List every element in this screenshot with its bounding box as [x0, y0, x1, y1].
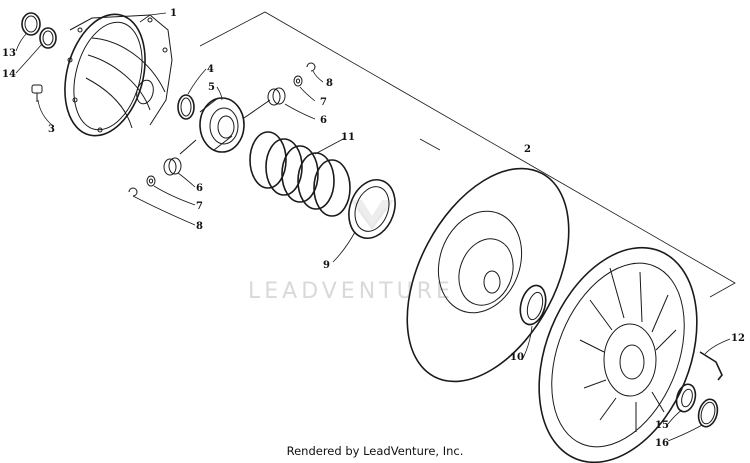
part-roller-upper — [267, 87, 286, 106]
callout-10: 10 — [510, 352, 524, 363]
callout-8-lower: 8 — [196, 221, 203, 232]
part-snap-ring — [177, 94, 195, 120]
part-ring-13 — [21, 12, 41, 36]
callout-4: 4 — [207, 64, 214, 75]
part-seal-ring — [348, 179, 396, 239]
part-drive-housing — [64, 13, 173, 137]
part-fixed-sheave — [538, 246, 698, 463]
part-clip-upper — [306, 62, 316, 72]
part-clip-lower — [128, 187, 138, 197]
callout-13: 13 — [2, 48, 16, 59]
callout-1: 1 — [170, 8, 177, 19]
part-bolt — [31, 84, 43, 102]
callout-12: 12 — [731, 333, 745, 344]
callout-15: 15 — [655, 420, 669, 431]
callout-7-upper: 7 — [320, 97, 327, 108]
part-retaining-ring — [697, 398, 719, 428]
part-hex-key — [699, 351, 723, 381]
credit-line: Rendered by LeadVenture, Inc. — [286, 444, 464, 458]
part-ring-14 — [39, 27, 57, 49]
callout-11: 11 — [341, 132, 355, 143]
callout-7-lower: 7 — [196, 201, 203, 212]
callout-6-lower: 6 — [196, 183, 203, 194]
callout-14: 14 — [2, 69, 16, 80]
part-bearing — [675, 383, 697, 413]
part-sheave-disc — [406, 167, 570, 383]
watermark-text: LEADVENTURE — [248, 279, 454, 304]
part-spring — [249, 131, 351, 217]
callout-9: 9 — [323, 260, 330, 271]
part-washer-lower — [146, 175, 156, 187]
callout-labels: 1 2 3 4 5 6 6 7 7 8 8 9 10 11 12 13 14 1… — [2, 8, 745, 449]
part-roller-lower — [163, 157, 182, 176]
callout-5: 5 — [208, 82, 215, 93]
part-washer-upper — [293, 75, 303, 87]
leadventure-watermark: LEADVENTURE — [248, 200, 454, 304]
callout-3: 3 — [48, 124, 55, 135]
leader-lines — [15, 12, 731, 442]
assembly-bracket — [199, 11, 736, 298]
callout-8-upper: 8 — [326, 78, 333, 89]
callout-2: 2 — [524, 144, 531, 155]
callout-6-upper: 6 — [320, 115, 327, 126]
callout-16: 16 — [655, 438, 669, 449]
part-bushing — [519, 284, 547, 326]
